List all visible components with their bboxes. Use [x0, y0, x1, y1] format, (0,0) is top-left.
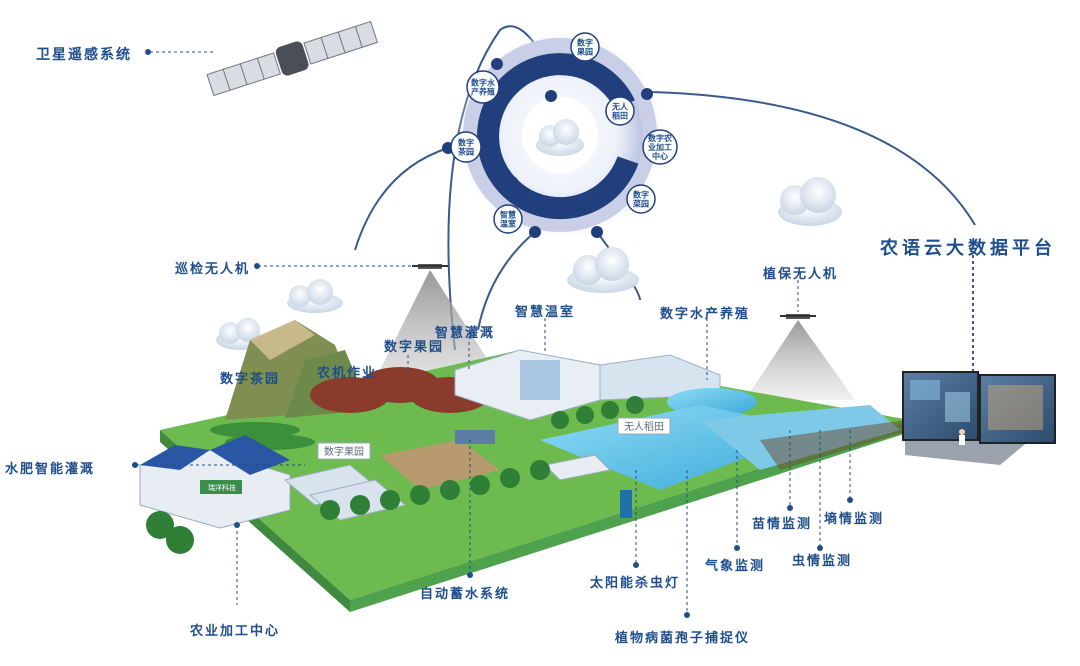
label-soil: 墒情监测 — [824, 512, 885, 527]
label-water-storage: 自动蓄水系统 — [420, 587, 511, 602]
label-weather: 气象监测 — [705, 559, 766, 574]
arc-right — [651, 91, 976, 226]
rice-sign-board: 无人稻田 — [617, 417, 671, 435]
orbit-dot — [641, 88, 653, 100]
orbit-dot — [545, 90, 557, 102]
data-ring — [442, 30, 665, 240]
dashboard-screens — [902, 371, 1056, 465]
ring-node-text: 稻田 — [612, 111, 628, 121]
ring-node-text: 产养殖 — [471, 87, 495, 97]
water-pipe — [620, 490, 632, 518]
label-smart-greenhouse: 智慧温室 — [515, 305, 576, 320]
orbit-dot — [529, 226, 541, 238]
ring-node-text: 业加工 — [648, 142, 672, 152]
arc-bottom-left — [477, 231, 536, 331]
rice-field — [540, 405, 905, 490]
ring-node-text: 数字 — [458, 138, 474, 148]
ring-node-text: 温室 — [500, 219, 516, 229]
leader-dots — [132, 49, 853, 618]
label-seedling: 苗情监测 — [752, 517, 813, 532]
label-fertigation: 水肥智能灌溉 — [5, 462, 96, 477]
greenhouse-building — [454, 349, 721, 421]
tree-line — [146, 396, 644, 554]
label-orchard: 数字果园 — [384, 340, 445, 355]
ring-node-orchard: 数字果园 — [570, 32, 600, 62]
arc-left — [354, 147, 449, 251]
label-insect-lamp: 太阳能杀虫灯 — [590, 576, 681, 591]
ring-node-text: 智慧 — [500, 210, 516, 220]
label-farm-work: 农机作业 — [317, 366, 378, 381]
water-storage-building — [455, 430, 495, 444]
label-tea-garden: 数字茶园 — [220, 372, 281, 387]
ring-node-greenhouse: 智慧温室 — [493, 204, 523, 234]
label-platform: 农语云大数据平台 — [880, 238, 1056, 259]
ring-node-text: 无人 — [611, 102, 629, 112]
ring-node-text: 数字 — [577, 38, 593, 48]
satellite-icon — [206, 20, 379, 97]
label-satellite: 卫星遥感系统 — [36, 47, 132, 63]
ring-node-text: 果园 — [576, 48, 593, 57]
ring-node-tea: 数字茶园 — [450, 131, 482, 163]
ring-node-text: 数字水 — [471, 78, 496, 88]
orbit-dot — [609, 177, 621, 189]
leader-lines — [136, 51, 851, 615]
label-aquaculture: 数字水产养殖 — [660, 307, 751, 322]
ring-node-rice: 无人稻田 — [605, 96, 635, 126]
small-building — [543, 454, 612, 481]
ring-node-text: 茶园 — [457, 147, 474, 157]
building-logo-text: 瑞洋科技 — [208, 483, 236, 492]
ring-c-shape — [477, 53, 639, 220]
orbit-dot — [491, 58, 503, 70]
rice-sign-text: 无人稻田 — [624, 421, 664, 433]
ring-node-text: 数字 — [633, 190, 649, 200]
orchard-sign-board: 数字果园 — [317, 442, 371, 460]
orbit-dot — [506, 176, 518, 188]
label-patrol-drone: 巡检无人机 — [175, 262, 251, 277]
label-spore-trap: 植物病菌孢子捕捉仪 — [615, 631, 751, 646]
label-plant-drone: 植保无人机 — [763, 267, 839, 282]
cloud-icon — [536, 119, 584, 156]
label-pest: 虫情监测 — [792, 554, 853, 569]
cloud-decoration — [216, 177, 842, 350]
orbit-dot — [591, 226, 603, 238]
plant-drone-icon — [745, 314, 855, 400]
ring-node-text: 数字农 — [648, 133, 672, 143]
ring-node-aquaculture: 数字水产养殖 — [466, 70, 500, 104]
label-processing-center: 农业加工中心 — [190, 624, 281, 639]
orchard-sign-text: 数字果园 — [324, 445, 364, 458]
ring-node-text: 菜园 — [632, 199, 649, 209]
label-smart-irrigation: 智慧灌溉 — [435, 326, 496, 341]
ring-node-text: 中心 — [652, 151, 668, 161]
